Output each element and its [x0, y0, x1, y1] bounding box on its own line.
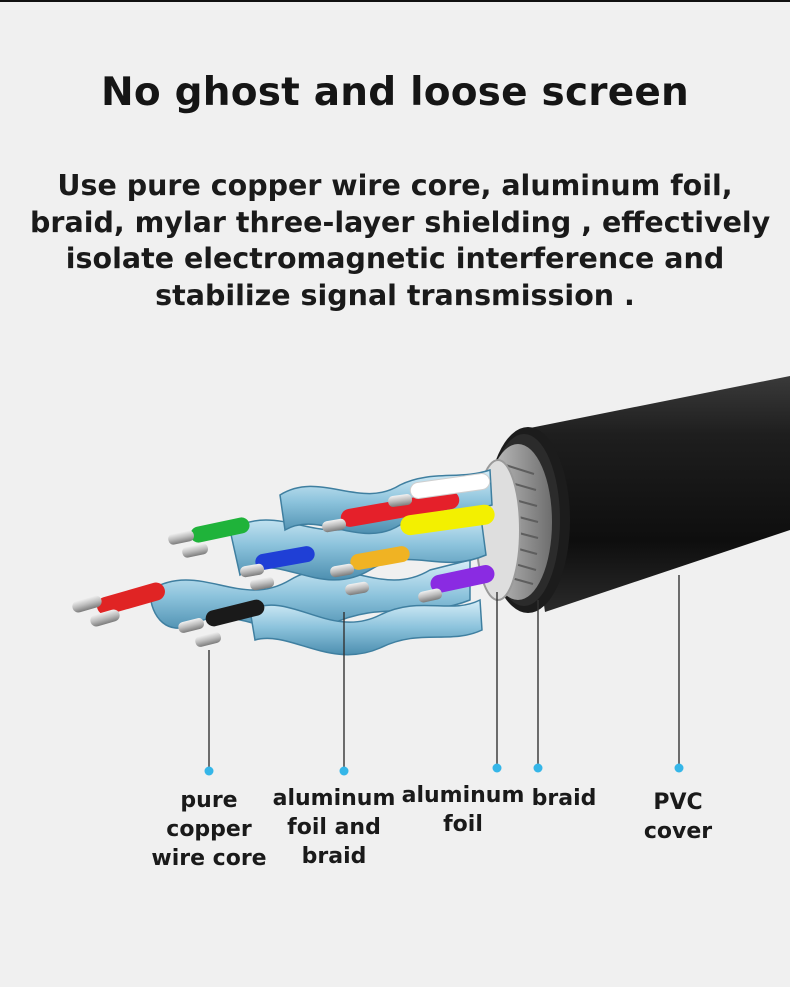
page-title: No ghost and loose screen — [101, 70, 689, 115]
callout-line: cover — [643, 819, 713, 844]
callout-line: PVC — [653, 790, 703, 815]
description-line: stabilize signal transmission . — [155, 278, 635, 312]
callout-pvc-cover: PVC cover — [630, 788, 726, 846]
callout-line: pure — [180, 788, 238, 813]
description: Use pure copper wire core, aluminum foil… — [30, 168, 771, 314]
top-border — [0, 0, 790, 2]
callout-line: foil and — [287, 815, 381, 840]
callout-copper-wire-core: pure copper wire core — [149, 786, 269, 873]
description-line: braid, mylar three-layer shielding , eff… — [30, 205, 771, 239]
wire-cores — [96, 473, 495, 627]
callout-aluminum-foil: aluminum foil — [401, 781, 525, 839]
braid-layer — [475, 444, 552, 601]
callout-line: copper — [166, 817, 252, 842]
description-line: isolate electromagnetic interference and — [65, 242, 725, 275]
callout-braid: braid — [528, 784, 600, 813]
callout-aluminum-foil-and-braid: aluminum foil and braid — [272, 784, 396, 871]
callout-line: braid — [301, 844, 367, 869]
copper-tips — [72, 494, 443, 647]
callout-line: wire core — [151, 846, 267, 871]
callout-line: aluminum — [272, 786, 396, 811]
leader-lines — [208, 575, 680, 768]
leader-dots — [204, 763, 684, 776]
cable-cross-section-illustration — [72, 376, 790, 776]
callout-line: aluminum — [401, 783, 525, 808]
callout-line: foil — [443, 812, 483, 837]
callout-line: braid — [531, 786, 597, 811]
description-line: Use pure copper wire core, aluminum foil… — [57, 169, 733, 202]
